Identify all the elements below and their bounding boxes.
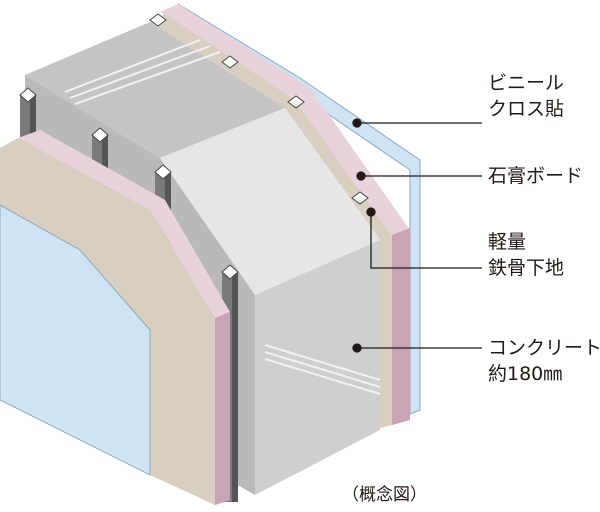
label-steel-frame: 軽量 鉄骨下地 (488, 229, 564, 281)
label-vinyl-cloth: ビニール クロス貼 (488, 70, 564, 122)
concrete-grooves (64, 39, 381, 395)
caption: （概念図） (342, 485, 427, 505)
label-line: コンクリート (488, 337, 600, 359)
leader-lines (352, 118, 482, 353)
vinyl-cloth-layer-left (0, 204, 151, 476)
concrete-top-face (25, 22, 285, 158)
label-line: クロス貼 (488, 98, 565, 120)
concrete-chamfer-face (160, 108, 380, 295)
label-line: 鉄骨下地 (488, 257, 565, 279)
label-line: 軽量 (488, 231, 527, 253)
gypsum-board-right (160, 4, 410, 425)
gypsum-edge-right (392, 228, 410, 425)
label-gypsum-board: 石膏ボード (488, 165, 584, 187)
gypsum-board-left (18, 130, 230, 318)
label-line: 約180㎜ (488, 363, 563, 385)
frame-layer-right (150, 14, 392, 428)
label-line: ビニール (488, 72, 565, 94)
gypsum-edge-left (215, 312, 230, 505)
label-concrete: コンクリート 約180㎜ (488, 335, 600, 387)
